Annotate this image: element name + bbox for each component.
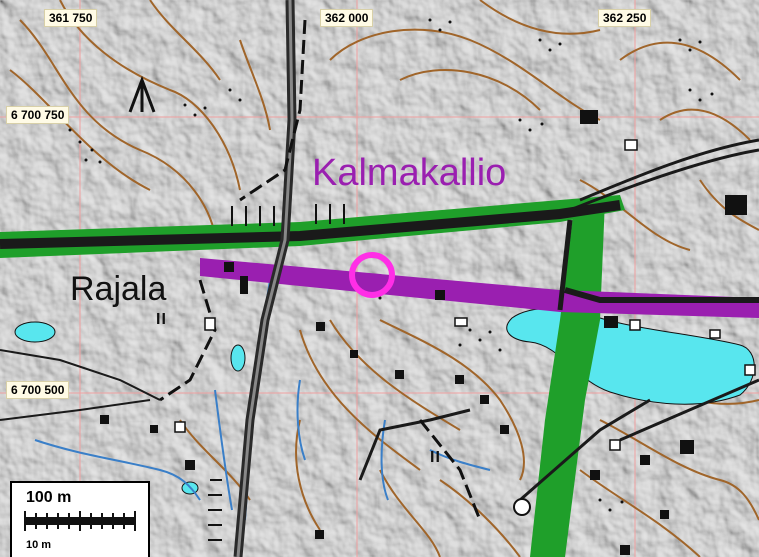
easting-label-2: 362 000 <box>320 9 374 27</box>
contour-lines <box>9 0 759 557</box>
northing-label-1: 6 700 750 <box>6 106 70 124</box>
north-arrow-icon <box>128 75 156 113</box>
easting-label-1: 361 750 <box>44 9 98 27</box>
scale-ruler <box>24 511 136 531</box>
road-ticks <box>208 204 345 541</box>
powerline-mark-1: II <box>156 311 167 328</box>
easting-label-3: 362 250 <box>598 9 652 27</box>
place-name-rajala: Rajala <box>70 270 167 308</box>
circle-marker-icon[interactable] <box>349 252 395 298</box>
tracks <box>159 19 482 521</box>
scale-bar: 100 m 10 m <box>10 481 150 557</box>
buildings <box>100 110 747 555</box>
pond-west <box>14 321 56 343</box>
northing-label-2: 6 700 500 <box>6 381 70 399</box>
outline-buildings <box>174 139 756 451</box>
pond-small <box>230 344 246 372</box>
scale-label-secondary: 10 m <box>26 539 52 551</box>
scale-label-primary: 100 m <box>26 489 72 506</box>
rock-dots <box>58 18 714 512</box>
trig-point-icon <box>513 498 531 516</box>
place-name-kalmakallio: Kalmakallio <box>312 152 507 194</box>
powerline-mark-2: II <box>430 449 441 466</box>
